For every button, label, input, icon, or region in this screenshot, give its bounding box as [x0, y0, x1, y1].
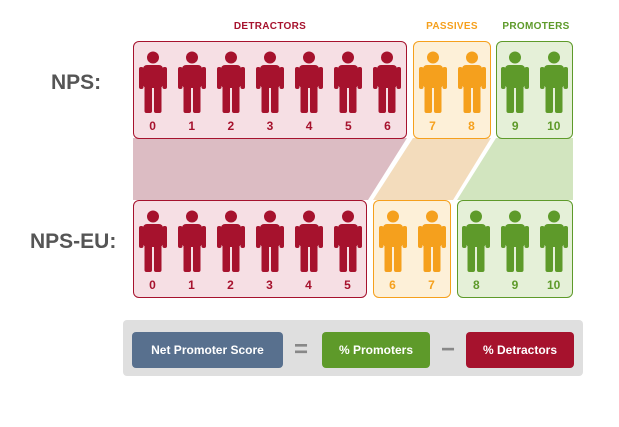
person-icon — [417, 210, 446, 272]
person-icon — [216, 51, 245, 113]
category-passives: PASSIVES — [426, 21, 478, 32]
promoter-band — [457, 138, 573, 200]
score-label: 3 — [266, 119, 274, 133]
score-label: 0 — [149, 119, 156, 133]
score-label: 6 — [384, 119, 391, 133]
score-label: 0 — [149, 278, 156, 292]
score-label: 7 — [428, 278, 435, 292]
score-label: 3 — [266, 278, 273, 292]
score-label: 1 — [188, 278, 195, 292]
score-label: 6 — [389, 278, 396, 292]
person-icon — [177, 51, 206, 113]
group-box-detractor — [133, 200, 367, 298]
score-label: 5 — [344, 119, 352, 133]
net-promoter-score-pill: Net Promoter Score — [132, 332, 283, 368]
person-icon — [373, 51, 402, 113]
person-icon — [333, 210, 362, 272]
score-label: 4 — [305, 278, 312, 292]
score-label: 8 — [468, 119, 475, 133]
person-icon — [138, 51, 167, 113]
equals-sign: = — [293, 336, 308, 363]
score-label: 2 — [227, 119, 235, 133]
person-icon — [418, 51, 447, 113]
person-icon — [177, 210, 206, 272]
score-label: 2 — [227, 278, 234, 292]
category-promoters: PROMOTERS — [502, 21, 570, 32]
score-label: 4 — [305, 119, 313, 133]
score-label: 8 — [472, 278, 480, 292]
promoters-pill: % Promoters — [322, 332, 430, 368]
person-icon — [457, 51, 486, 113]
person-icon — [539, 210, 568, 272]
person-icon — [462, 210, 491, 272]
person-icon — [216, 210, 245, 272]
detractors-pill: % Detractors — [466, 332, 574, 368]
person-icon — [138, 210, 167, 272]
detractor-band — [133, 138, 407, 200]
score-label: 9 — [511, 278, 519, 292]
person-icon — [334, 51, 363, 113]
person-icon — [378, 210, 407, 272]
score-label: 10 — [546, 278, 561, 292]
row-label-nps-eu: NPS-EU: — [30, 230, 117, 253]
person-icon — [256, 51, 284, 113]
person-icon — [295, 51, 324, 113]
score-label: 10 — [547, 119, 561, 133]
passive-band — [373, 138, 491, 200]
row-label-nps: NPS: — [51, 71, 102, 94]
category-detractors: DETRACTORS — [233, 21, 307, 32]
score-label: 5 — [344, 278, 351, 292]
person-icon — [255, 210, 284, 272]
score-label: 9 — [511, 119, 519, 133]
person-icon — [294, 210, 323, 272]
score-label: 7 — [429, 119, 436, 133]
person-icon — [501, 210, 529, 272]
minus-sign: − — [440, 336, 455, 363]
person-icon — [539, 51, 568, 113]
score-label: 1 — [188, 119, 196, 133]
person-icon — [501, 51, 530, 113]
